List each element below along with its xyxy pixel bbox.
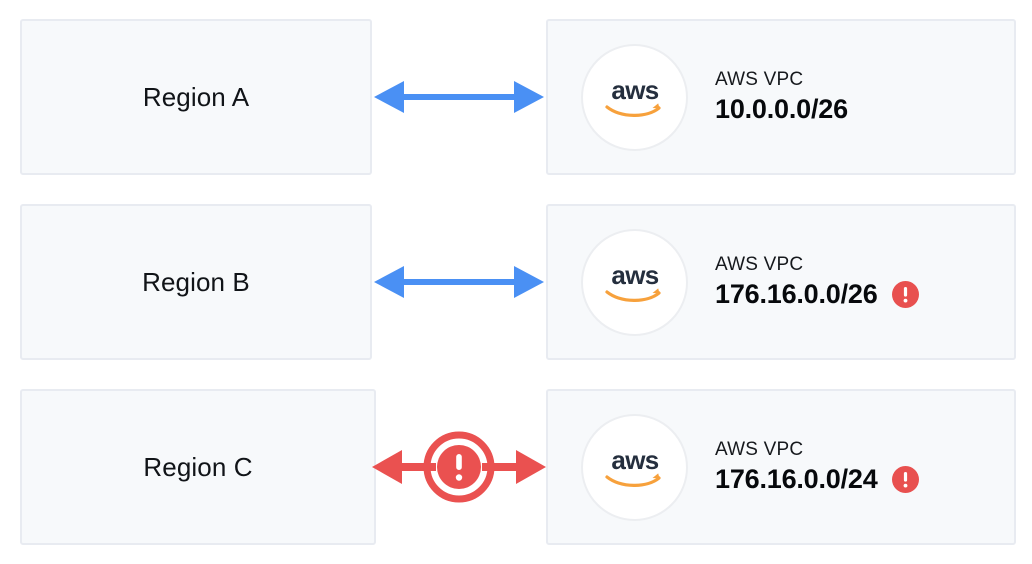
aws-logo-icon: aws bbox=[581, 413, 688, 521]
arrow-head-right-icon bbox=[514, 266, 544, 298]
arrow-shaft-icon bbox=[401, 94, 517, 100]
svg-text:aws: aws bbox=[611, 445, 658, 475]
svg-text:aws: aws bbox=[611, 260, 658, 290]
vpc-cidr-value: 10.0.0.0/26 bbox=[715, 94, 848, 124]
connector-bidirectional-arrow-b bbox=[372, 204, 546, 360]
vpc-title: AWS VPC bbox=[715, 68, 804, 90]
diagram-row: Region C aws bbox=[0, 389, 1032, 547]
diagram-row: Region B aws AWS VPC bbox=[0, 204, 1032, 362]
region-box-a: Region A bbox=[20, 19, 372, 175]
vpc-cidr-value: 176.16.0.0/26 bbox=[715, 279, 878, 309]
aws-vpc-card: aws AWS VPC 10.0.0.0/26 bbox=[546, 19, 1016, 175]
alert-exclamation-icon bbox=[891, 280, 919, 308]
vpc-text-block: AWS VPC 176.16.0.0/24 bbox=[715, 439, 919, 496]
arrow-head-left-icon bbox=[374, 81, 404, 113]
vpc-text-block: AWS VPC 10.0.0.0/26 bbox=[715, 69, 848, 126]
connector-bidirectional-arrow-c bbox=[372, 389, 546, 545]
vpc-cidr-line: 176.16.0.0/24 bbox=[715, 463, 919, 495]
arrow-shaft-icon bbox=[401, 279, 517, 285]
arrow-head-left-icon bbox=[374, 266, 404, 298]
region-box-c: Region C bbox=[20, 389, 376, 545]
aws-vpc-card: aws AWS VPC 176.16.0.0/26 bbox=[546, 204, 1016, 360]
region-label: Region C bbox=[143, 452, 253, 482]
vpc-cidr-value: 176.16.0.0/24 bbox=[715, 464, 878, 494]
region-box-b: Region B bbox=[20, 204, 372, 360]
arrow-shaft-icon bbox=[396, 463, 522, 471]
vpc-cidr-line: 10.0.0.0/26 bbox=[715, 93, 848, 125]
arrow-head-right-icon bbox=[514, 81, 544, 113]
connector-bidirectional-arrow-a bbox=[372, 19, 546, 175]
arrow-head-right-icon bbox=[516, 450, 546, 484]
vpc-title: AWS VPC bbox=[715, 253, 804, 275]
aws-vpc-card: aws AWS VPC 176.16.0.0/24 bbox=[546, 389, 1016, 545]
svg-text:aws: aws bbox=[611, 75, 658, 105]
vpc-text-block: AWS VPC 176.16.0.0/26 bbox=[715, 254, 919, 311]
vpc-title: AWS VPC bbox=[715, 438, 804, 460]
alert-exclamation-icon bbox=[891, 465, 919, 493]
aws-logo-icon: aws bbox=[581, 43, 688, 151]
region-label: Region B bbox=[142, 267, 250, 297]
aws-logo-icon: aws bbox=[581, 228, 688, 336]
connection-blocked-badge-icon bbox=[423, 431, 495, 503]
diagram-row: Region A aws AWS VPC bbox=[0, 19, 1032, 177]
region-label: Region A bbox=[142, 82, 250, 112]
vpc-cidr-line: 176.16.0.0/26 bbox=[715, 278, 919, 310]
arrow-head-left-icon bbox=[372, 450, 402, 484]
